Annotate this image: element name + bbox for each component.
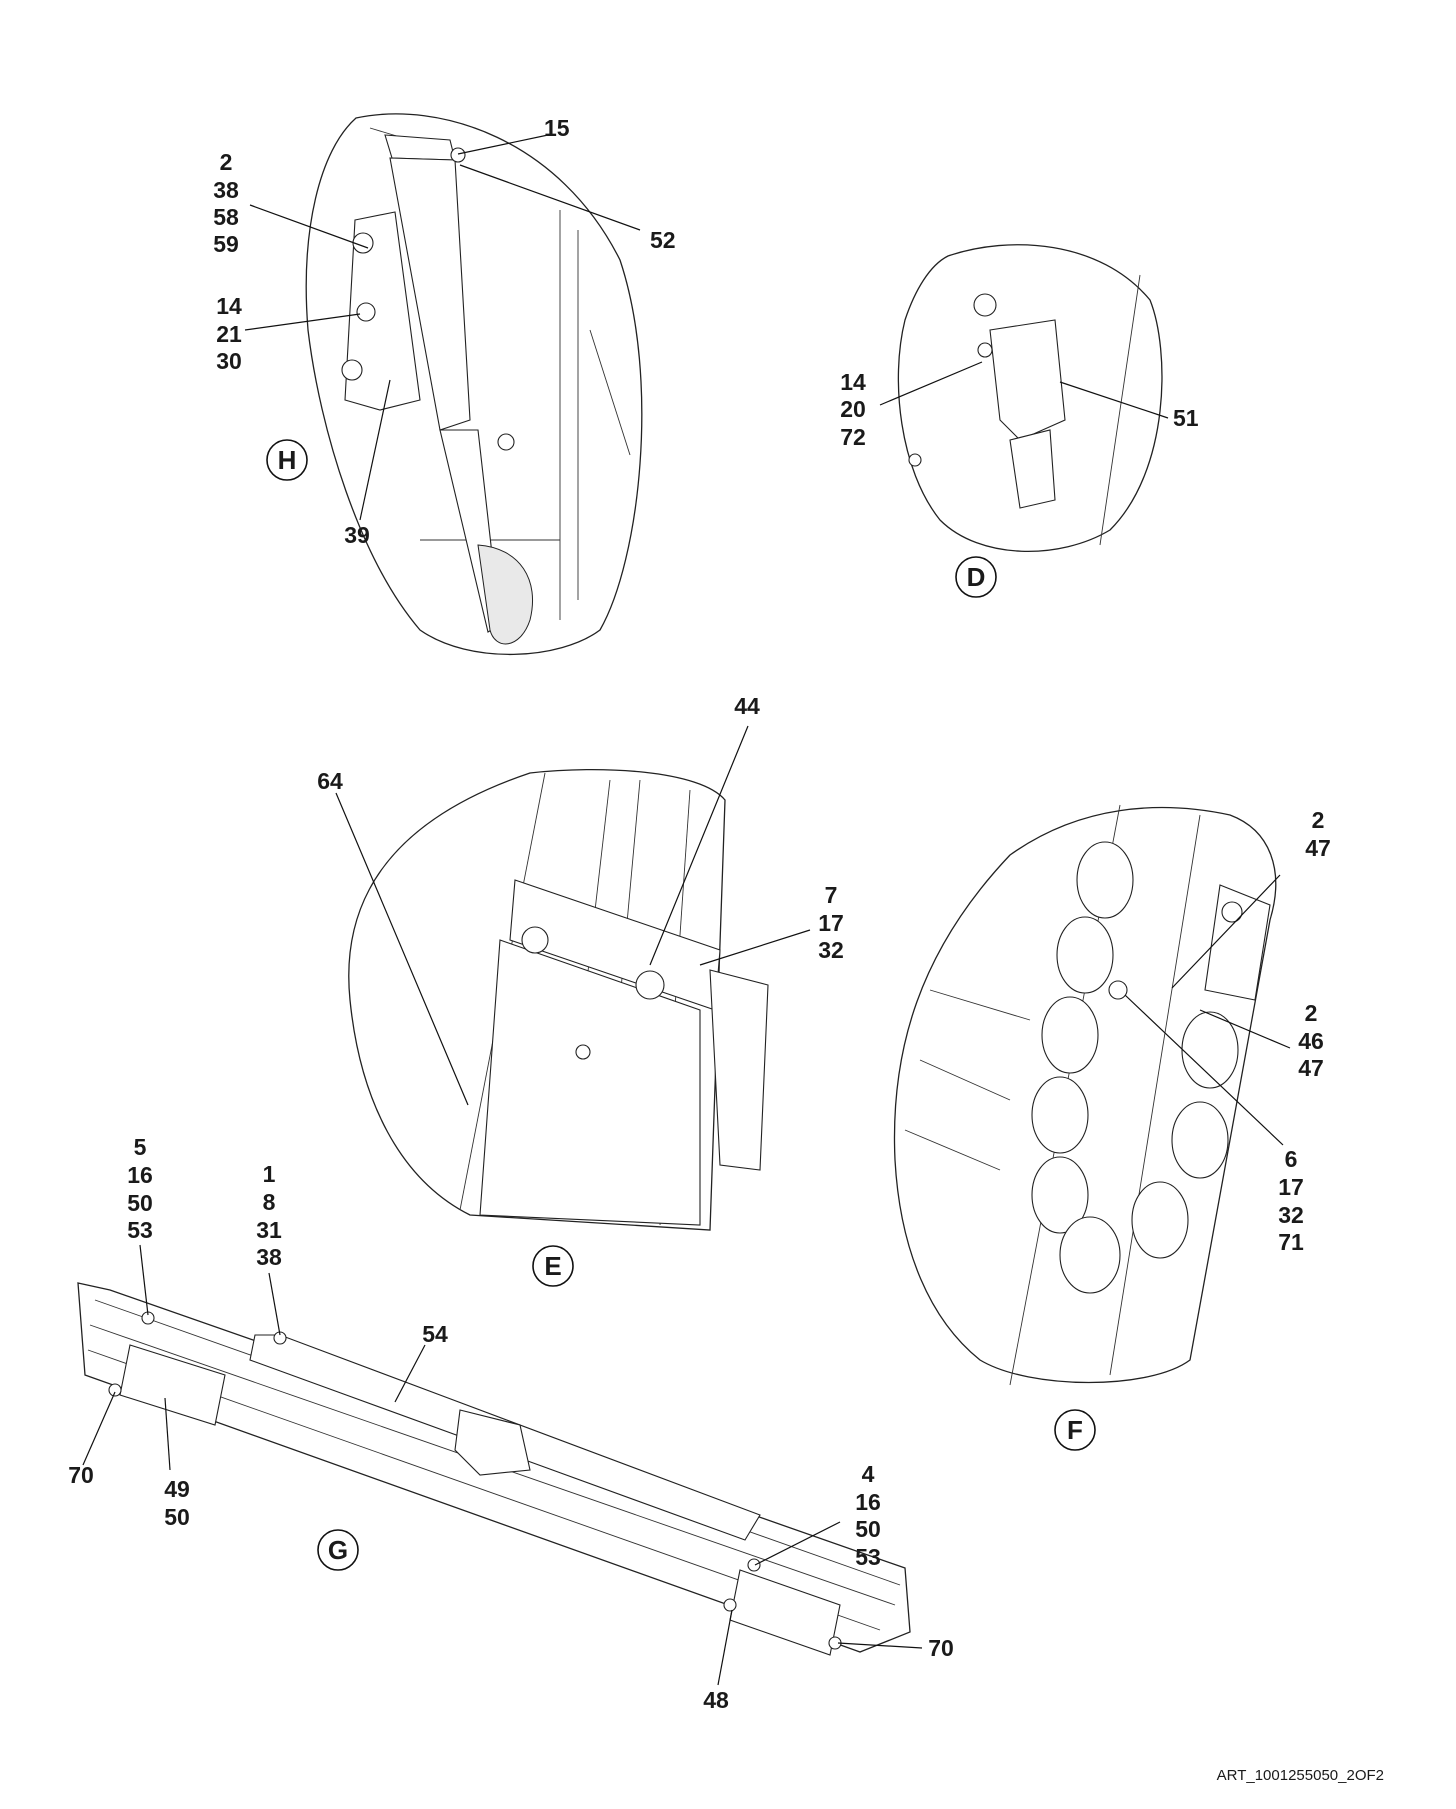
callout-f-6: 6 [1285,1146,1298,1172]
callout-g-16-right: 16 [855,1489,881,1515]
callout-f-17: 17 [1278,1174,1304,1200]
callout-h-58: 58 [213,204,239,230]
view-label-d: D [955,556,997,598]
callout-h-30: 30 [216,348,242,374]
view-g-detail [77,1282,911,1656]
callout-g-53-right: 53 [855,1544,881,1570]
view-label-g: G [317,1529,359,1571]
view-g-leaders [82,1244,923,1686]
callout-f-2-mid: 2 [1305,1000,1318,1026]
callout-f-32: 32 [1278,1202,1304,1228]
callout-e-44: 44 [734,693,760,719]
callout-h-14: 14 [216,293,242,319]
callout-g-48: 48 [703,1687,729,1713]
callout-h-59: 59 [213,231,239,257]
callout-e-17: 17 [818,910,844,936]
callout-g-1: 1 [263,1161,276,1187]
callout-g-16-left: 16 [127,1162,153,1188]
callout-g-5: 5 [134,1134,147,1160]
callout-g-50-right: 50 [855,1516,881,1542]
callout-h-38: 38 [213,177,239,203]
callout-h-52: 52 [650,227,676,253]
callout-d-14: 14 [840,369,866,395]
view-d-detail [897,244,1163,552]
view-e-detail [348,768,769,1231]
view-h-leaders [244,134,641,521]
callout-f-71: 71 [1278,1229,1304,1255]
callout-g-70-right: 70 [928,1635,954,1661]
svg-text:F: F [1067,1415,1083,1445]
callout-d-51: 51 [1173,405,1199,431]
callout-f-46: 46 [1298,1028,1324,1054]
callout-h-15: 15 [544,115,570,141]
callout-h-2: 2 [220,149,233,175]
art-reference-id: ART_1001255050_2OF2 [1217,1767,1384,1784]
callout-g-4: 4 [862,1461,875,1487]
callout-g-8: 8 [263,1189,276,1215]
view-e-leaders [335,725,811,1106]
callout-f-2-top: 2 [1312,807,1325,833]
view-label-f: F [1054,1409,1096,1451]
callout-e-32: 32 [818,937,844,963]
callout-g-50-center: 50 [164,1504,190,1530]
view-label-e: E [532,1245,574,1287]
callout-f-47-mid: 47 [1298,1055,1324,1081]
view-d-leaders [879,361,1169,419]
callout-h-21: 21 [216,321,242,347]
callout-g-50-left: 50 [127,1190,153,1216]
callout-h-39: 39 [344,522,370,548]
svg-text:H: H [278,445,297,475]
callout-d-72: 72 [840,424,866,450]
callout-g-31: 31 [256,1217,282,1243]
view-label-h: H [266,439,308,481]
view-f-leaders [1124,874,1291,1146]
callout-f-47-top: 47 [1305,835,1331,861]
callout-d-20: 20 [840,396,866,422]
view-f-detail [893,804,1277,1386]
svg-text:E: E [544,1251,561,1281]
callout-e-7: 7 [825,882,838,908]
callout-g-70-left: 70 [68,1462,94,1488]
callout-g-54: 54 [422,1321,448,1347]
callout-g-53-left: 53 [127,1217,153,1243]
svg-text:G: G [328,1535,348,1565]
callout-g-49: 49 [164,1476,190,1502]
callout-g-38: 38 [256,1244,282,1270]
callout-e-64: 64 [317,768,343,794]
svg-text:D: D [967,562,986,592]
view-h-detail [305,113,643,656]
